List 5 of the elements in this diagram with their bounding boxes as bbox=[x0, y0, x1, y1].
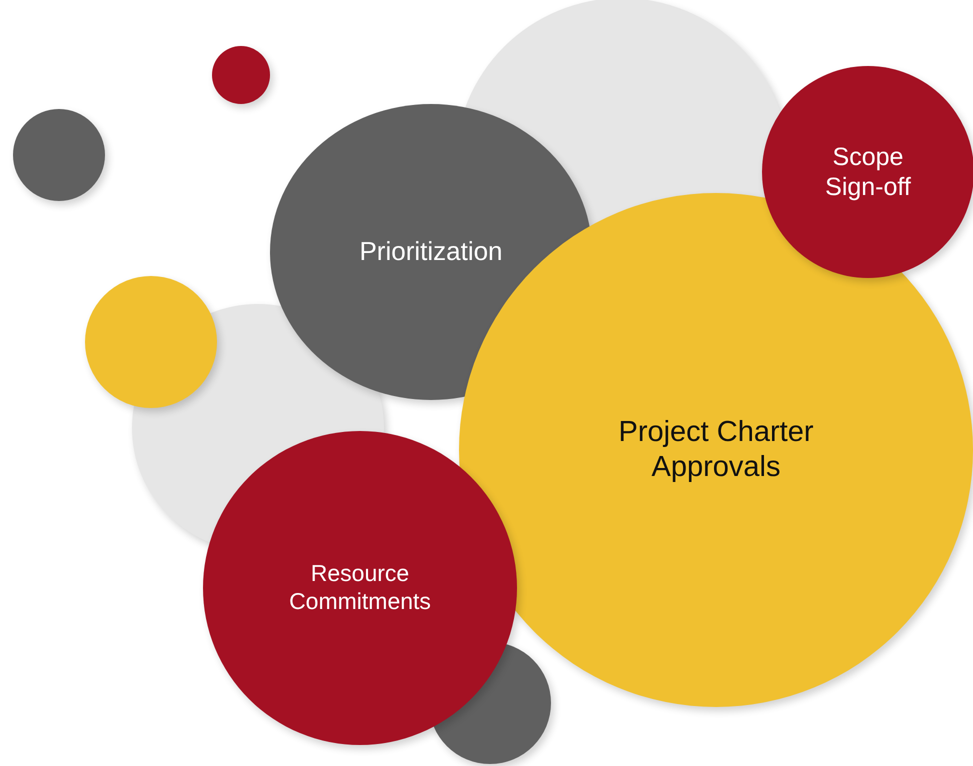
bubble-label: Prioritization bbox=[359, 236, 503, 268]
circle-bubble bbox=[212, 46, 270, 104]
bubble-label: Resource Commitments bbox=[288, 560, 432, 616]
bubble-label: Project Charter Approvals bbox=[617, 415, 814, 485]
bubble-label: Scope Sign-off bbox=[824, 142, 912, 202]
